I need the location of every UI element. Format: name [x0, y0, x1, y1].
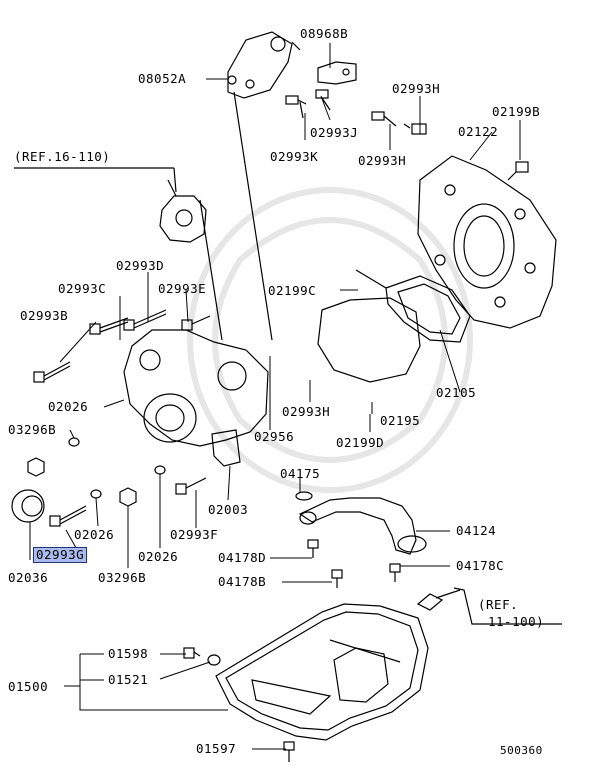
part-label-02199d: 02199D — [336, 435, 385, 450]
bracket-08052a — [227, 31, 301, 99]
part-label-03296b-b: 03296B — [98, 570, 147, 585]
reference-label-16-110: (REF.16-110) — [14, 149, 111, 164]
part-label-02003: 02003 — [208, 502, 249, 517]
bolt-icon — [33, 361, 71, 383]
bolt-icon — [49, 505, 87, 527]
part-label-02993b: 02993B — [20, 308, 69, 323]
rear-plate-02122 — [417, 155, 557, 329]
part-label-04124: 04124 — [456, 523, 497, 538]
part-label-02199b-a: 02199B — [492, 104, 541, 119]
bolt-icon — [371, 111, 397, 127]
bolt-icon — [507, 161, 529, 181]
reference-label-11-100-line2: 11-100) — [488, 614, 545, 629]
part-label-08052a: 08052A — [138, 71, 187, 86]
part-label-02993k: 02993K — [270, 149, 319, 164]
nut-icon — [119, 487, 137, 507]
part-label-01598: 01598 — [108, 646, 149, 661]
part-label-02105: 02105 — [436, 385, 477, 400]
part-label-02993h-c: 02993H — [282, 404, 331, 419]
part-label-02993h-b: 02993H — [358, 153, 407, 168]
bolt-icon — [175, 477, 207, 495]
part-label-02026-b: 02026 — [74, 527, 115, 542]
washer-icon — [68, 437, 80, 447]
bolt-icon — [283, 741, 295, 762]
part-label-02199c: 02199C — [268, 283, 317, 298]
part-label-02956: 02956 — [254, 429, 295, 444]
seal-icon — [11, 489, 45, 523]
washer-icon — [154, 465, 166, 475]
part-label-02993e: 02993E — [158, 281, 207, 296]
nut-icon — [27, 457, 45, 477]
diagram-number: 500360 — [500, 744, 543, 757]
part-label-02993f: 02993F — [170, 527, 219, 542]
bolt-icon — [181, 315, 211, 331]
bolt-icon — [285, 95, 307, 119]
watermark-logo — [187, 187, 473, 493]
part-label-04178c: 04178C — [456, 558, 505, 573]
leader-lines — [29, 43, 521, 750]
bolt-icon — [123, 309, 167, 331]
part-label-02993c: 02993C — [58, 281, 107, 296]
part-label-02026-c: 02026 — [138, 549, 179, 564]
part-label-04175: 04175 — [280, 466, 321, 481]
washer-icon — [90, 489, 102, 499]
oil-pan-icon — [215, 603, 429, 741]
bolt-icon — [331, 569, 343, 588]
part-label-04178d: 04178D — [218, 550, 267, 565]
oil-pickup — [295, 491, 427, 555]
part-label-02993d: 02993D — [116, 258, 165, 273]
part-label-02993j: 02993J — [310, 125, 359, 140]
washer-icon — [207, 654, 221, 666]
plate-08968b — [317, 61, 357, 85]
part-label-01521: 01521 — [108, 672, 149, 687]
part-label-08968b: 08968B — [300, 26, 349, 41]
part-label-02993g-highlighted[interactable]: 02993G — [32, 547, 88, 563]
gauge-tube — [416, 587, 562, 625]
part-label-02195: 02195 — [380, 413, 421, 428]
bolt-icon — [389, 563, 401, 582]
part-label-02026-a: 02026 — [48, 399, 89, 414]
bolt-icon — [403, 123, 427, 135]
part-label-02036: 02036 — [8, 570, 49, 585]
gasket-02195 — [385, 275, 471, 343]
cover-02105 — [317, 297, 421, 383]
reference-label-11-100-line1: (REF. — [478, 597, 519, 612]
bolt-icon — [89, 317, 129, 335]
bolt-icon — [307, 539, 319, 558]
part-label-04178b: 04178B — [218, 574, 267, 589]
part-label-02122: 02122 — [458, 124, 499, 139]
drain-plug-icon — [183, 647, 201, 659]
water-pump — [14, 167, 207, 243]
part-label-02993h-a: 02993H — [392, 81, 441, 96]
timing-cover — [123, 91, 273, 467]
part-label-01500: 01500 — [8, 679, 49, 694]
part-label-01597: 01597 — [196, 741, 237, 756]
part-label-03296b-a: 03296B — [8, 422, 57, 437]
